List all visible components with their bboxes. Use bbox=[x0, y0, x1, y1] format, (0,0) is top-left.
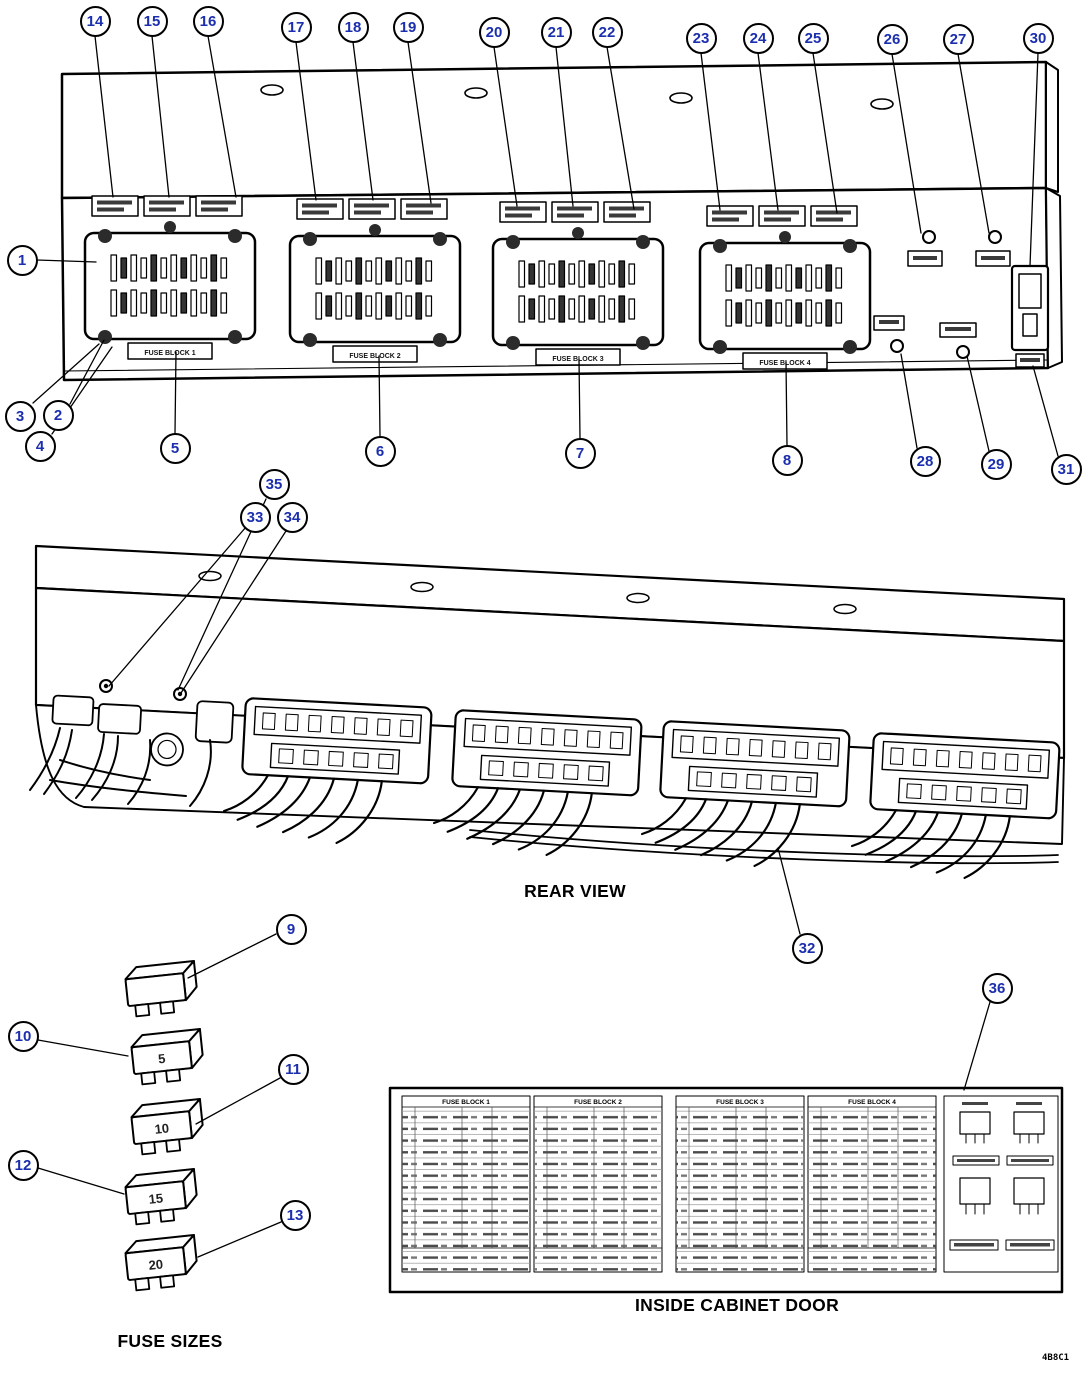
mount-slot bbox=[464, 87, 488, 99]
rear-connector-3 bbox=[639, 719, 851, 872]
mount-slot bbox=[870, 98, 894, 110]
callout-25: 25 bbox=[797, 22, 829, 54]
callout-1: 1 bbox=[6, 244, 38, 276]
leader-lines bbox=[32, 35, 1059, 1258]
fuse-block-3-label: FUSE BLOCK 3 bbox=[552, 356, 603, 363]
fuse-15-amp: 15 bbox=[123, 1168, 201, 1227]
svg-text:FUSE BLOCK 1: FUSE BLOCK 1 bbox=[442, 1099, 490, 1106]
fuse-block-1: FUSE BLOCK 1 bbox=[85, 195, 255, 360]
fuse-5-amp: 5 bbox=[129, 1028, 207, 1087]
callout-28: 28 bbox=[909, 445, 941, 477]
rear-left-parts bbox=[29, 679, 235, 807]
callout-7: 7 bbox=[564, 437, 596, 469]
fuse-block-3: FUSE BLOCK 3 bbox=[493, 201, 663, 366]
callout-20: 20 bbox=[478, 16, 510, 48]
callout-5: 5 bbox=[159, 432, 191, 464]
figure-code: 4B8C1 bbox=[1042, 1353, 1070, 1363]
callout-9: 9 bbox=[275, 913, 307, 945]
callout-31: 31 bbox=[1050, 453, 1082, 485]
fuse-blank bbox=[123, 960, 201, 1019]
callout-30: 30 bbox=[1022, 22, 1054, 54]
callout-17: 17 bbox=[280, 11, 312, 43]
fuse-block-4-label: FUSE BLOCK 4 bbox=[759, 360, 810, 367]
svg-text:FUSE BLOCK 4: FUSE BLOCK 4 bbox=[848, 1099, 896, 1106]
callout-23: 23 bbox=[685, 22, 717, 54]
callout-4: 4 bbox=[24, 430, 56, 462]
callout-3: 3 bbox=[4, 400, 36, 432]
callout-29: 29 bbox=[980, 448, 1012, 480]
callout-35: 35 bbox=[258, 468, 290, 500]
callout-21: 21 bbox=[540, 16, 572, 48]
front-view-panel: FUSE BLOCK 1 FUSE BLOCK 2 FUSE BLOCK 3 F… bbox=[60, 60, 1063, 382]
svg-text:15: 15 bbox=[148, 1190, 164, 1206]
fuse-block-2: FUSE BLOCK 2 bbox=[290, 198, 460, 363]
callout-32: 32 bbox=[791, 932, 823, 964]
relay-breaker-group bbox=[873, 230, 1050, 368]
door-table-2: FUSE BLOCK 2 bbox=[533, 1095, 663, 1273]
callout-10: 10 bbox=[7, 1020, 39, 1052]
cabinet-door-label: FUSE BLOCK 1 FUSE BLOCK 2 FUSE BLOCK 3 bbox=[388, 1086, 1064, 1294]
svg-text:FUSE BLOCK 2: FUSE BLOCK 2 bbox=[574, 1099, 622, 1106]
rear-view-label: REAR VIEW bbox=[524, 881, 626, 901]
callout-34: 34 bbox=[276, 501, 308, 533]
fuse-sizes-group: 5 10 15 20 bbox=[123, 960, 207, 1293]
callout-2: 2 bbox=[42, 399, 74, 431]
fuse-20-amp: 20 bbox=[123, 1234, 201, 1293]
svg-text:10: 10 bbox=[154, 1120, 170, 1136]
callout-24: 24 bbox=[742, 22, 774, 54]
callout-26: 26 bbox=[876, 23, 908, 55]
callout-19: 19 bbox=[392, 11, 424, 43]
fuse-sizes-label: FUSE SIZES bbox=[117, 1331, 223, 1351]
callout-16: 16 bbox=[192, 5, 224, 37]
callout-6: 6 bbox=[364, 435, 396, 467]
svg-text:20: 20 bbox=[148, 1256, 164, 1272]
callout-22: 22 bbox=[591, 16, 623, 48]
callout-27: 27 bbox=[942, 23, 974, 55]
callout-15: 15 bbox=[136, 5, 168, 37]
rear-connector-1 bbox=[221, 696, 433, 849]
mount-slot bbox=[669, 92, 693, 104]
fuse-10-amp: 10 bbox=[129, 1098, 207, 1157]
callout-36: 36 bbox=[981, 972, 1013, 1004]
svg-text:5: 5 bbox=[157, 1051, 166, 1067]
rear-connector-4 bbox=[849, 731, 1061, 884]
callout-18: 18 bbox=[337, 11, 369, 43]
fuse-block-1-label: FUSE BLOCK 1 bbox=[144, 350, 195, 357]
callout-33: 33 bbox=[239, 501, 271, 533]
fuse-block-4: FUSE BLOCK 4 bbox=[700, 205, 870, 370]
svg-text:FUSE BLOCK 3: FUSE BLOCK 3 bbox=[716, 1099, 764, 1106]
door-table-1: FUSE BLOCK 1 bbox=[401, 1095, 531, 1273]
callout-12: 12 bbox=[7, 1149, 39, 1181]
callout-13: 13 bbox=[279, 1199, 311, 1231]
callout-14: 14 bbox=[79, 5, 111, 37]
rear-view-panel bbox=[29, 544, 1066, 884]
callout-11: 11 bbox=[277, 1053, 309, 1085]
fuse-block-2-label: FUSE BLOCK 2 bbox=[349, 353, 400, 360]
callout-8: 8 bbox=[771, 444, 803, 476]
door-table-3: FUSE BLOCK 3 bbox=[675, 1095, 805, 1273]
wiring-harness bbox=[469, 829, 1059, 865]
inside-cabinet-door-label: INSIDE CABINET DOOR bbox=[634, 1295, 840, 1315]
mount-slot bbox=[260, 84, 284, 96]
door-relay-diagrams bbox=[943, 1095, 1059, 1273]
door-table-4: FUSE BLOCK 4 bbox=[807, 1095, 937, 1273]
